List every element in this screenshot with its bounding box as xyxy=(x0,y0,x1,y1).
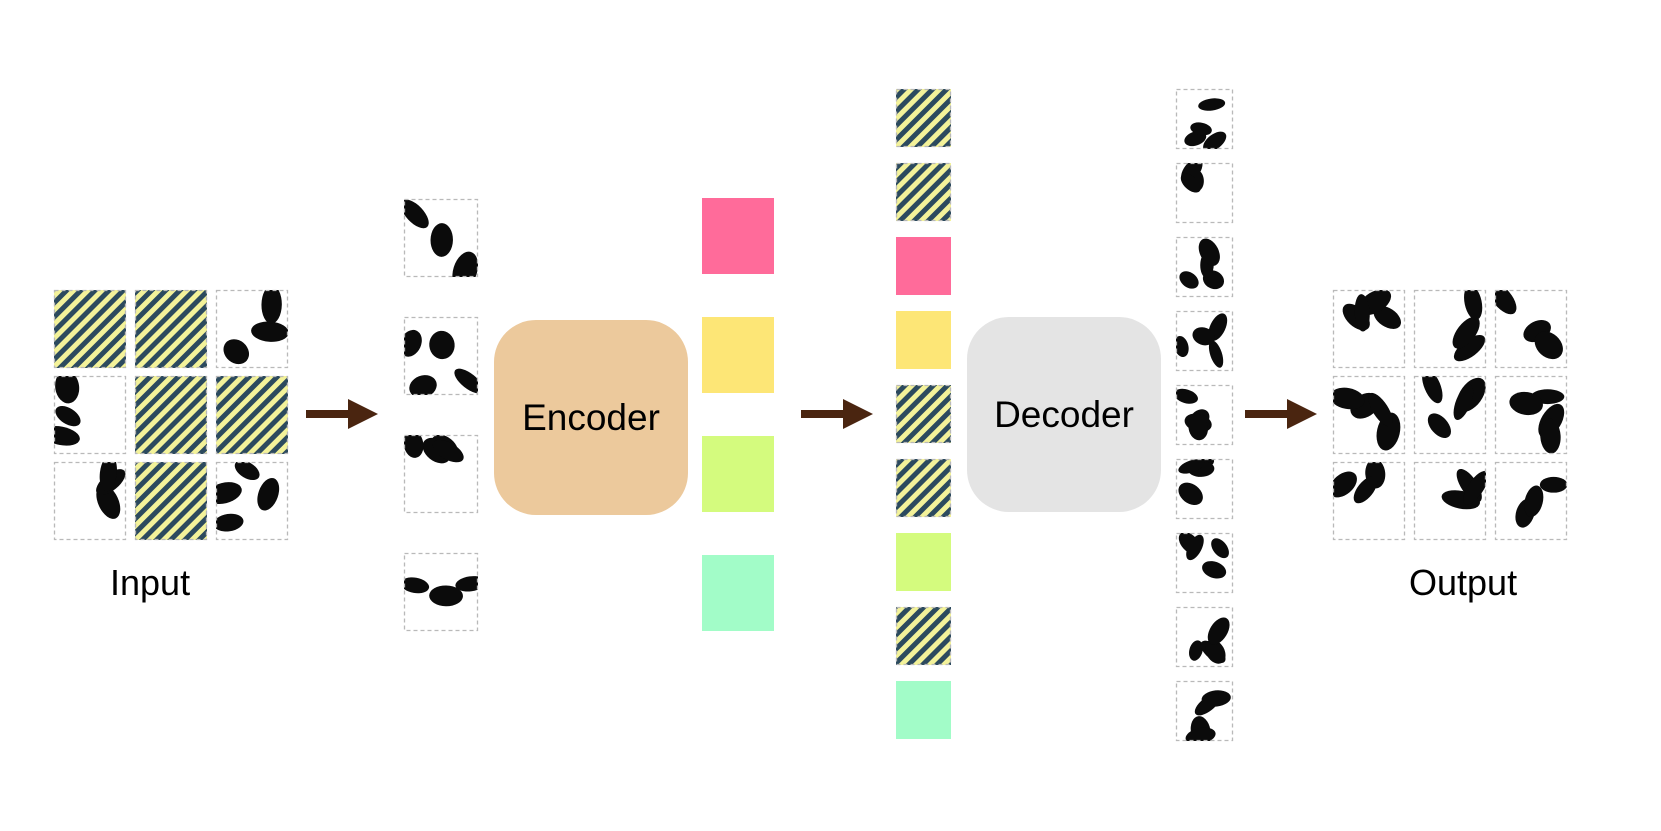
arrow-to-decoder xyxy=(801,399,873,429)
mask-token xyxy=(895,458,952,518)
decoder-token-lime xyxy=(896,533,951,591)
reconstructed-patch xyxy=(1175,532,1234,594)
mask-token xyxy=(895,88,952,148)
reconstructed-patch xyxy=(1175,680,1234,742)
reconstructed-patch xyxy=(1175,236,1234,298)
output-patch xyxy=(1494,289,1568,369)
arrow-to-encoder xyxy=(306,399,378,429)
output-patch xyxy=(1494,461,1568,541)
input-patch-masked xyxy=(53,289,127,369)
input-patch-visible xyxy=(215,289,289,369)
encoded-token-lime xyxy=(702,436,774,512)
reconstructed-patch xyxy=(1175,606,1234,668)
decoder-block: Decoder xyxy=(967,317,1161,512)
output-patch xyxy=(1413,289,1487,369)
visible-patch xyxy=(403,316,479,396)
mask-token xyxy=(895,384,952,444)
input-patch-masked xyxy=(215,375,289,455)
decoder-label: Decoder xyxy=(994,393,1134,435)
decoder-token-yellow xyxy=(896,311,951,369)
output-patch xyxy=(1332,289,1406,369)
encoder-block: Encoder xyxy=(494,320,688,515)
reconstructed-patch xyxy=(1175,88,1234,150)
input-label: Input xyxy=(110,562,191,603)
reconstructed-patch xyxy=(1175,310,1234,372)
input-patch-masked xyxy=(134,375,208,455)
input-patch-masked xyxy=(134,289,208,369)
encoded-token-pink xyxy=(702,198,774,274)
reconstructed-patch xyxy=(1175,458,1234,520)
input-patch-visible xyxy=(215,461,289,541)
visible-patch xyxy=(403,434,479,514)
encoded-token-mint xyxy=(702,555,774,631)
output-patch xyxy=(1494,375,1568,455)
visible-patch xyxy=(403,552,479,632)
visible-patch xyxy=(403,198,479,278)
output-patch xyxy=(1332,461,1406,541)
output-label: Output xyxy=(1409,562,1518,603)
input-patch-visible xyxy=(53,461,127,541)
output-patch xyxy=(1332,375,1406,455)
mask-token xyxy=(895,606,952,666)
encoder-label: Encoder xyxy=(522,396,660,438)
reconstructed-patch xyxy=(1175,162,1234,224)
encoded-token-yellow xyxy=(702,317,774,393)
input-patch-visible xyxy=(53,375,127,455)
mask-token xyxy=(895,162,952,222)
output-patch xyxy=(1413,461,1487,541)
decoder-token-pink xyxy=(896,237,951,295)
decoder-token-mint xyxy=(896,681,951,739)
arrow-to-output xyxy=(1245,399,1317,429)
input-patch-masked xyxy=(134,461,208,541)
output-patch xyxy=(1413,375,1487,455)
reconstructed-patch xyxy=(1175,384,1234,446)
